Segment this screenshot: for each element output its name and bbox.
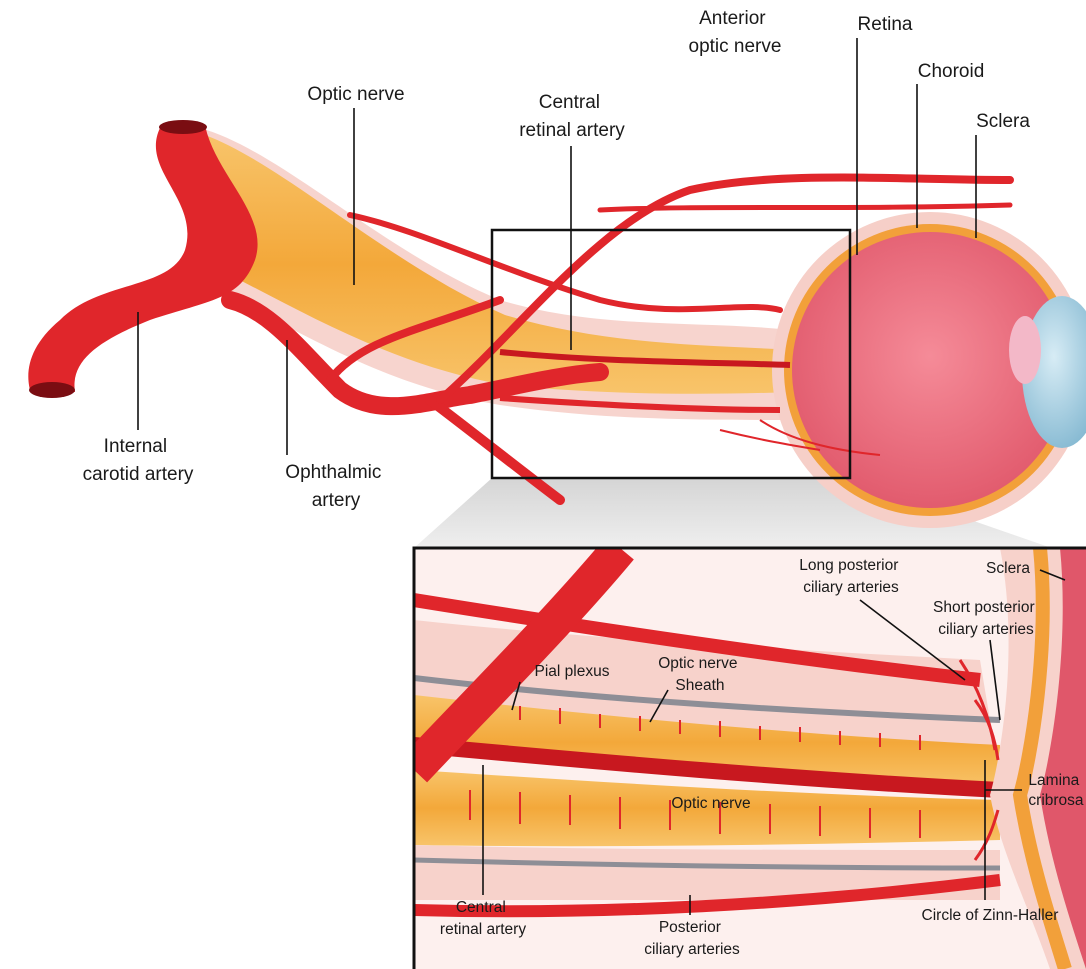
label-central-retinal-artery: Central retinal artery xyxy=(519,92,625,141)
carotid-opening-bottom xyxy=(29,382,75,398)
main-illustration: Anterior optic nerve Retina Choroid Scle… xyxy=(28,8,1086,560)
inset-label-pial-plexus: Pial plexus xyxy=(535,663,610,680)
label-anterior-optic-nerve: Anterior optic nerve xyxy=(689,8,782,57)
inset-label-sclera: Sclera xyxy=(986,560,1030,577)
label-ophthalmic-artery: Ophthalmic artery xyxy=(285,462,386,511)
label-optic-nerve: Optic nerve xyxy=(307,84,404,105)
inset-label-circle-zinn-haller: Circle of Zinn-Haller xyxy=(922,907,1059,924)
label-choroid: Choroid xyxy=(918,61,985,82)
label-retina: Retina xyxy=(858,14,913,35)
inset-illustration: Long posterior ciliary arteries Sclera S… xyxy=(414,548,1086,969)
eyeball xyxy=(772,212,1086,528)
carotid-opening-top xyxy=(159,120,207,134)
label-internal-carotid-artery: Internal carotid artery xyxy=(83,436,194,485)
inset-label-optic-nerve: Optic nerve xyxy=(671,795,750,812)
label-sclera: Sclera xyxy=(976,111,1030,132)
